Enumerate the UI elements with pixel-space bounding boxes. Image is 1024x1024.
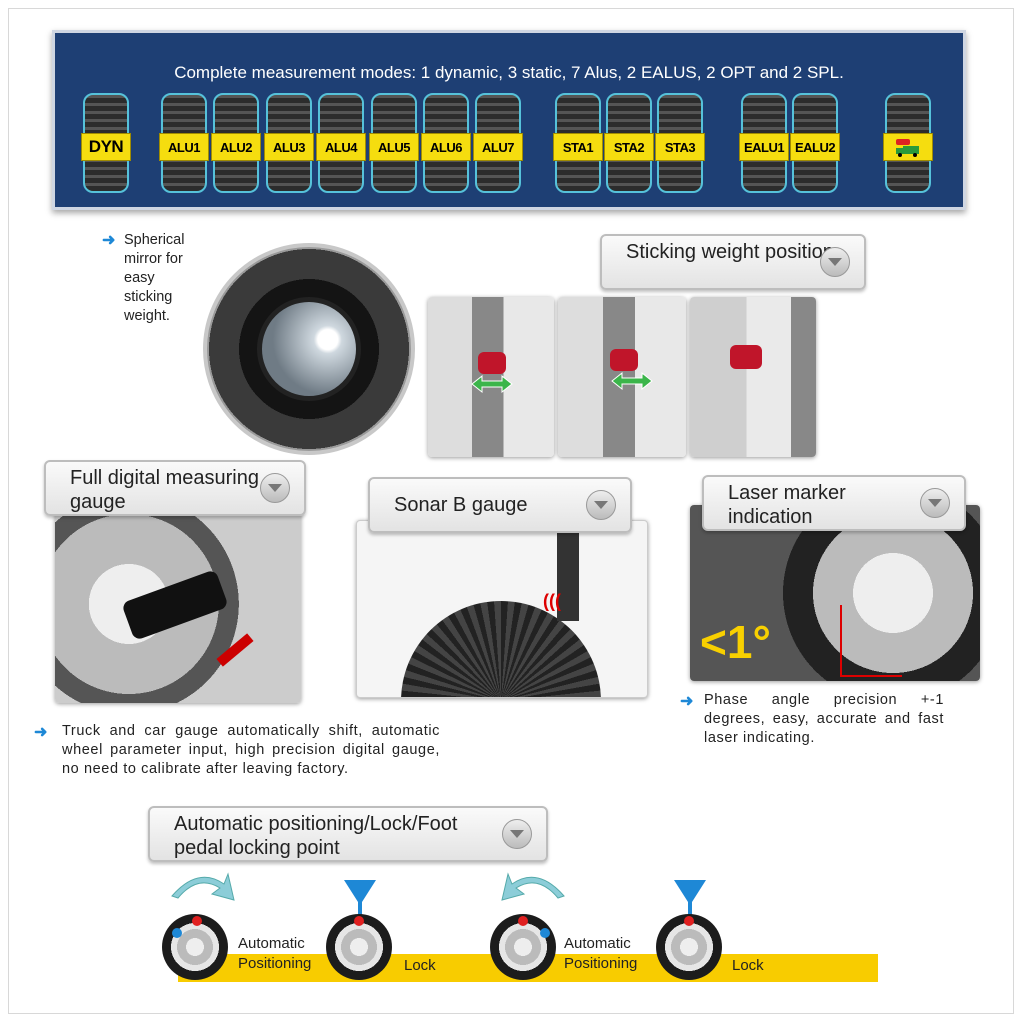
- mode-label: ALU5: [369, 133, 419, 161]
- mode-tire-sta3: STA3: [655, 93, 705, 193]
- lock-label: Lock: [732, 957, 764, 974]
- mode-tire-alu1: ALU1: [159, 93, 209, 193]
- sticking-photo-2: [558, 297, 686, 457]
- automatic-label: Automatic: [564, 935, 631, 952]
- chevron-down-icon: [502, 819, 532, 849]
- digital-gauge-header: Full digital measuring gauge: [44, 460, 306, 516]
- sticking-weight-title: Sticking weight position: [626, 241, 834, 263]
- sonar-gauge-photo: (((: [356, 520, 648, 698]
- mode-label: ALU3: [264, 133, 314, 161]
- sonar-gauge-title: Sonar B gauge: [394, 494, 528, 516]
- chevron-down-icon: [920, 488, 950, 518]
- chevron-down-icon: [260, 473, 290, 503]
- mode-tire-dyn: DYN: [81, 93, 131, 193]
- page-frame: [8, 8, 1014, 1014]
- lock-label: Lock: [404, 957, 436, 974]
- mode-tire-alu4: ALU4: [316, 93, 366, 193]
- chevron-down-icon: [820, 247, 850, 277]
- digital-gauge-note: Truck and car gauge automatically shift,…: [62, 723, 440, 777]
- red-marker-icon: [518, 916, 528, 926]
- positioning-label: Positioning: [238, 955, 312, 972]
- mode-label: EALU2: [790, 133, 840, 161]
- red-clamp: [610, 349, 638, 371]
- mode-label: STA1: [553, 133, 603, 161]
- laser-overlay-text: <1°: [700, 616, 771, 668]
- curved-arrow-left-icon: [501, 872, 565, 901]
- laser-marker-photo: <1°: [690, 505, 980, 681]
- mode-label: ALU7: [473, 133, 523, 161]
- mode-tire-truck-car: [883, 93, 933, 193]
- sonar-wave-icon: (((: [543, 591, 561, 611]
- sticking-weight-header: Sticking weight position: [600, 234, 866, 290]
- mode-label: STA2: [604, 133, 654, 161]
- automatic-label: Automatic: [238, 935, 305, 952]
- mode-tire-alu2: ALU2: [211, 93, 261, 193]
- laser-marker-header: Laser marker indication: [702, 475, 966, 531]
- red-clamp: [730, 345, 762, 369]
- gauge-scale: [216, 633, 254, 667]
- sonar-gauge-header: Sonar B gauge: [368, 477, 632, 533]
- double-arrow-icon: [471, 375, 513, 393]
- truck-car-icon: [883, 133, 933, 161]
- mirror-photo: [203, 243, 415, 455]
- banner-title: Complete measurement modes: 1 dynamic, 3…: [174, 63, 844, 82]
- arrow-icon: ➜: [102, 232, 116, 249]
- blue-marker-icon: [540, 928, 550, 938]
- mode-tire-sta1: STA1: [553, 93, 603, 193]
- sonar-bracket: [557, 531, 579, 621]
- gauge-shaft: [121, 569, 229, 641]
- mode-label: STA3: [655, 133, 705, 161]
- mode-tire-alu3: ALU3: [264, 93, 314, 193]
- mode-label: DYN: [81, 133, 131, 161]
- blue-marker-icon: [172, 928, 182, 938]
- mode-tire-ealu1: EALU1: [739, 93, 789, 193]
- measurement-modes-banner: Complete measurement modes: 1 dynamic, 3…: [52, 30, 966, 210]
- mode-label: ALU4: [316, 133, 366, 161]
- red-marker-icon: [684, 916, 694, 926]
- laser-marker-title: Laser marker indication: [728, 482, 846, 528]
- laser-note: Phase angle precision +-1 degrees, easy,…: [704, 692, 944, 746]
- mode-label: ALU1: [159, 133, 209, 161]
- red-marker-icon: [192, 916, 202, 926]
- mirror-note: Spherical mirror for easy sticking weigh…: [124, 232, 185, 324]
- digital-gauge-title: Full digital measuring gauge: [70, 467, 259, 513]
- funnel-pointer-icon: [674, 880, 706, 916]
- mode-label: EALU1: [739, 133, 789, 161]
- arrow-icon: ➜: [34, 724, 48, 741]
- positioning-label: Positioning: [564, 955, 638, 972]
- mode-tire-alu5: ALU5: [369, 93, 419, 193]
- digital-gauge-photo: [55, 505, 301, 703]
- red-clamp: [478, 352, 506, 374]
- mode-tire-alu7: ALU7: [473, 93, 523, 193]
- sticking-photo-1: [428, 297, 554, 457]
- positioning-header: Automatic positioning/Lock/Foot pedal lo…: [148, 806, 548, 862]
- red-marker-icon: [354, 916, 364, 926]
- mirror-glass: [257, 297, 361, 401]
- mode-tire-ealu2: EALU2: [790, 93, 840, 193]
- mode-label: ALU6: [421, 133, 471, 161]
- curved-arrow-right-icon: [171, 872, 235, 901]
- arrow-icon: ➜: [680, 693, 694, 710]
- sticking-photo-3: [690, 297, 816, 457]
- mode-label: ALU2: [211, 133, 261, 161]
- positioning-title: Automatic positioning/Lock/Foot pedal lo…: [174, 813, 458, 859]
- laser-line: [840, 605, 902, 677]
- funnel-pointer-icon: [344, 880, 376, 916]
- mode-tire-alu6: ALU6: [421, 93, 471, 193]
- mode-tire-sta2: STA2: [604, 93, 654, 193]
- chevron-down-icon: [586, 490, 616, 520]
- double-arrow-icon: [611, 372, 653, 390]
